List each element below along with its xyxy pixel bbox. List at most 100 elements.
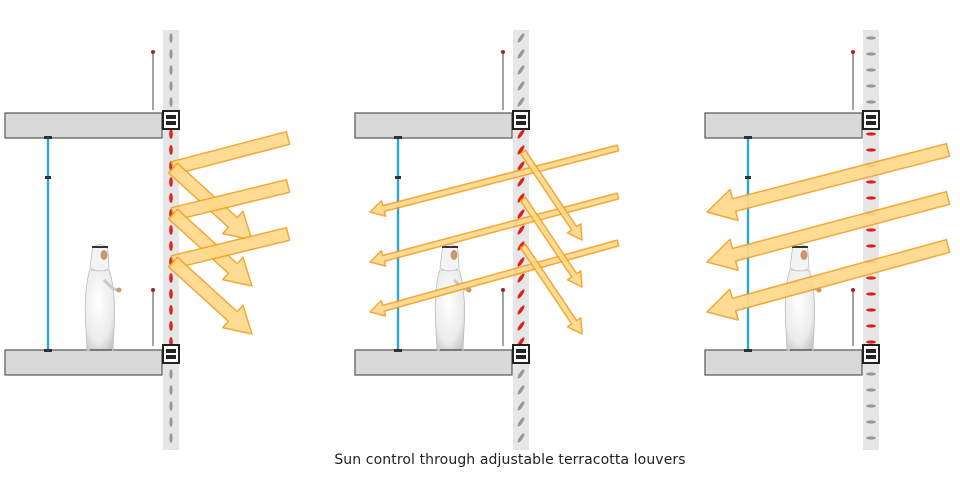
louver-slat-icon (517, 401, 525, 411)
louver-slat-icon (169, 289, 173, 299)
screen-bracket (512, 344, 530, 364)
louver-slat-icon (866, 436, 876, 440)
screen-bracket (162, 110, 180, 130)
louver-slat-icon (866, 404, 876, 408)
floor-slab-lower (4, 349, 163, 376)
rail-cap (501, 288, 505, 292)
glazing-clip (45, 176, 51, 179)
bracket-bar (866, 121, 876, 125)
balustrade-rail (501, 50, 505, 110)
louver-slat-icon (517, 33, 525, 43)
louver-slat-icon (866, 228, 876, 232)
sun-ray-arrow-icon (519, 149, 583, 241)
sun-ray-arrow-icon (706, 238, 951, 321)
louver-slat-icon (517, 97, 525, 107)
louver-slat-icon (517, 209, 525, 219)
rail-cap (851, 50, 855, 54)
louver-screen-strip (863, 30, 879, 450)
louver-slat-icon (866, 340, 876, 344)
screen-bracket (862, 344, 880, 364)
louver-slat-icon (866, 388, 876, 392)
bracket-frame (512, 110, 530, 130)
louver-slat-icon (169, 369, 173, 379)
louver-slat-icon (169, 65, 173, 75)
louver-screen-strip (513, 30, 529, 450)
sun-ray-arrow-icon (519, 243, 583, 335)
louver-slat-icon (866, 68, 876, 72)
bracket-bar (516, 355, 526, 359)
person-agal (92, 246, 108, 248)
sun-rays (167, 130, 291, 335)
screen-bracket (862, 110, 880, 130)
louver-slat-icon (517, 241, 525, 251)
person-agal (792, 246, 808, 248)
person-hand (116, 287, 122, 293)
louver-slat-icon (517, 385, 525, 395)
louver-slat-icon (517, 177, 525, 187)
bracket-bar (866, 115, 876, 119)
bracket-frame (862, 110, 880, 130)
louver-slat-icon (866, 244, 876, 248)
louver-slat-icon (517, 81, 525, 91)
bracket-bar (516, 349, 526, 353)
louver-array (517, 33, 525, 443)
floor-slab-upper (4, 112, 163, 139)
glazing-mullion (44, 136, 52, 352)
sun-ray-arrow-icon (369, 192, 620, 267)
louver-slat-icon (517, 417, 525, 427)
floor-slab-upper (354, 112, 513, 139)
rail-cap (501, 50, 505, 54)
louver-slat-icon (169, 177, 173, 187)
louver-slat-icon (169, 273, 173, 283)
bracket-frame (162, 344, 180, 364)
louver-slat-icon (169, 241, 173, 251)
bracket-bar (516, 121, 526, 125)
floor-slab-lower (704, 349, 863, 376)
louver-slat-icon (866, 292, 876, 296)
screen-bracket (512, 110, 530, 130)
louver-slat-icon (517, 305, 525, 315)
bracket-frame (862, 344, 880, 364)
louver-slat-icon (169, 129, 173, 139)
louver-slat-icon (866, 372, 876, 376)
bracket-frame (512, 344, 530, 364)
sun-ray-arrow-icon (519, 196, 583, 288)
sun-ray-arrow-icon (369, 239, 620, 317)
louver-slat-icon (517, 161, 525, 171)
glazing-foot (744, 349, 752, 352)
person-figure-icon (434, 244, 472, 351)
louver-slat-icon (517, 225, 525, 235)
person-robe (434, 269, 466, 351)
louver-slat-icon (866, 84, 876, 88)
glazing-foot (394, 349, 402, 352)
bracket-bar (866, 355, 876, 359)
louver-slat-icon (517, 129, 525, 139)
sun-ray-arrow-icon (369, 144, 620, 217)
louver-slat-icon (517, 321, 525, 331)
louver-slat-icon (517, 433, 525, 443)
bracket-bar (866, 349, 876, 353)
louver-slat-icon (169, 97, 173, 107)
louver-slat-icon (866, 308, 876, 312)
louver-slat-icon (169, 145, 173, 155)
person-feet (790, 349, 812, 351)
louver-slat-icon (866, 100, 876, 104)
bracket-bar (516, 115, 526, 119)
person-face (450, 250, 458, 260)
louver-slat-icon (169, 225, 173, 235)
louver-slat-icon (169, 433, 173, 443)
rail-cap (151, 50, 155, 54)
louver-slat-icon (866, 196, 876, 200)
bracket-bar (166, 349, 176, 353)
louver-slat-icon (517, 257, 525, 267)
glazing-head (44, 136, 52, 139)
louver-slat-icon (866, 180, 876, 184)
section-panel (704, 30, 951, 450)
glazing-foot (44, 349, 52, 352)
louver-slat-icon (517, 49, 525, 59)
person-robe (84, 269, 116, 351)
glazing-mullion (394, 136, 402, 352)
person-face (100, 250, 108, 260)
balustrade-rail (851, 50, 855, 110)
louver-slat-icon (866, 36, 876, 40)
